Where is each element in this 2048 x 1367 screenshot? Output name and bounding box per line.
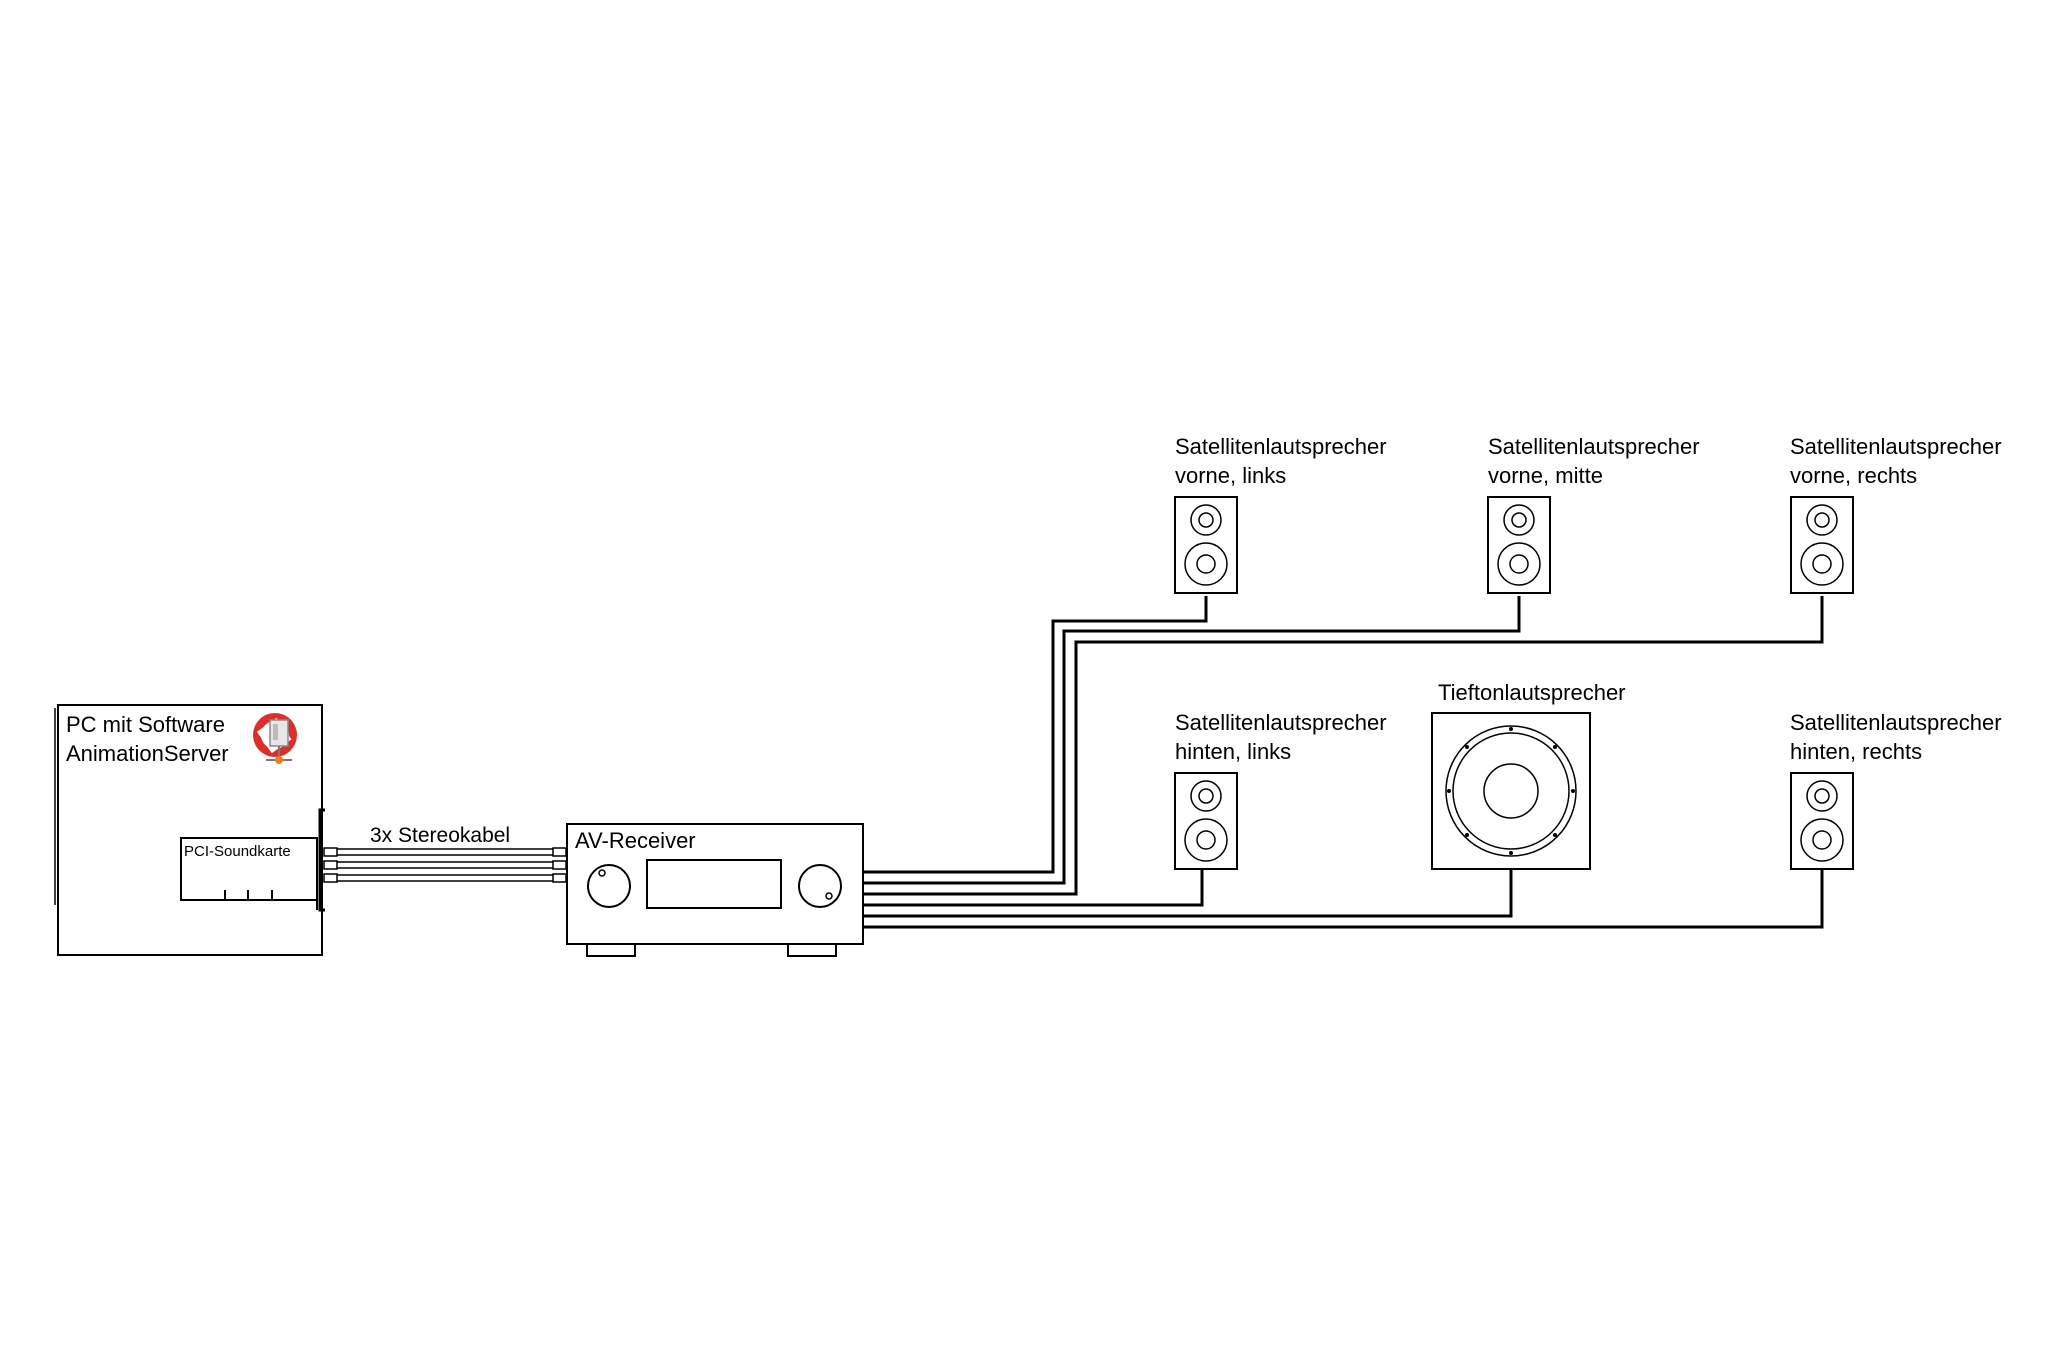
speaker-label-line2: hinten, links <box>1175 739 1291 764</box>
cable-front-right <box>863 596 1824 896</box>
woofer-icon <box>1184 818 1228 862</box>
cable-rear-left <box>863 869 1204 907</box>
animationserver-logo-icon <box>253 713 297 764</box>
av-receiver: AV-Receiver <box>566 823 864 957</box>
tweeter-icon <box>1503 504 1535 536</box>
subwoofer-label: Tieftonlautsprecher <box>1438 680 1626 705</box>
speaker-cabinet <box>1790 496 1854 594</box>
subwoofer-cabinet <box>1431 712 1591 870</box>
pc-title-line1: PC mit Software <box>66 712 225 737</box>
cable-label: 3x Stereokabel <box>370 824 510 847</box>
receiver-right-knob-icon <box>798 864 842 908</box>
speaker-front-left: Satellitenlautsprecher vorne, links <box>1174 434 1387 594</box>
speaker-label-line2: vorne, mitte <box>1488 463 1603 488</box>
cable-front-left <box>863 596 1208 874</box>
speaker-label-line2: vorne, rechts <box>1790 463 1917 488</box>
cable-rear-right <box>863 869 1824 929</box>
speaker-cabinet <box>1174 772 1238 870</box>
tweeter-icon <box>1190 504 1222 536</box>
woofer-icon <box>1497 542 1541 586</box>
speaker-label-line1: Satellitenlautsprecher <box>1175 434 1387 459</box>
subwoofer-driver-icon <box>1445 725 1577 857</box>
speaker-label-line1: Satellitenlautsprecher <box>1790 710 2002 735</box>
soundcard-label: PCI-Soundkarte <box>184 843 291 860</box>
cable-front-center <box>863 596 1521 885</box>
tweeter-icon <box>1806 780 1838 812</box>
receiver-label: AV-Receiver <box>575 828 696 853</box>
stereo-cables: 3x Stereokabel <box>323 824 567 883</box>
speaker-cables <box>863 596 1824 929</box>
pci-soundcard: PCI-Soundkarte <box>180 808 325 912</box>
soundcard-board <box>180 837 318 901</box>
woofer-icon <box>1800 818 1844 862</box>
speaker-label-line2: vorne, links <box>1175 463 1286 488</box>
tweeter-icon <box>1190 780 1222 812</box>
woofer-icon <box>1184 542 1228 586</box>
speaker-cabinet <box>1174 496 1238 594</box>
speaker-label-line1: Satellitenlautsprecher <box>1790 434 2002 459</box>
speaker-rear-right: Satellitenlautsprecher hinten, rechts <box>1790 710 2002 870</box>
tweeter-icon <box>1806 504 1838 536</box>
speaker-label-line1: Satellitenlautsprecher <box>1175 710 1387 735</box>
woofer-icon <box>1800 542 1844 586</box>
speaker-front-right: Satellitenlautsprecher vorne, rechts <box>1790 434 2002 594</box>
speaker-label-line2: hinten, rechts <box>1790 739 1922 764</box>
receiver-left-knob-icon <box>587 864 631 908</box>
speaker-cabinet <box>1790 772 1854 870</box>
speaker-label-line1: Satellitenlautsprecher <box>1488 434 1700 459</box>
speaker-rear-left: Satellitenlautsprecher hinten, links <box>1174 710 1387 870</box>
subwoofer: Tieftonlautsprecher <box>1431 680 1626 870</box>
speaker-front-center: Satellitenlautsprecher vorne, mitte <box>1487 434 1700 594</box>
speaker-cabinet <box>1487 496 1551 594</box>
cable-subwoofer <box>863 869 1513 918</box>
pc-unit: PC mit Software AnimationServer PCI-Soun… <box>54 704 325 956</box>
receiver-display <box>646 859 782 909</box>
pc-title-line2: AnimationServer <box>66 741 229 766</box>
